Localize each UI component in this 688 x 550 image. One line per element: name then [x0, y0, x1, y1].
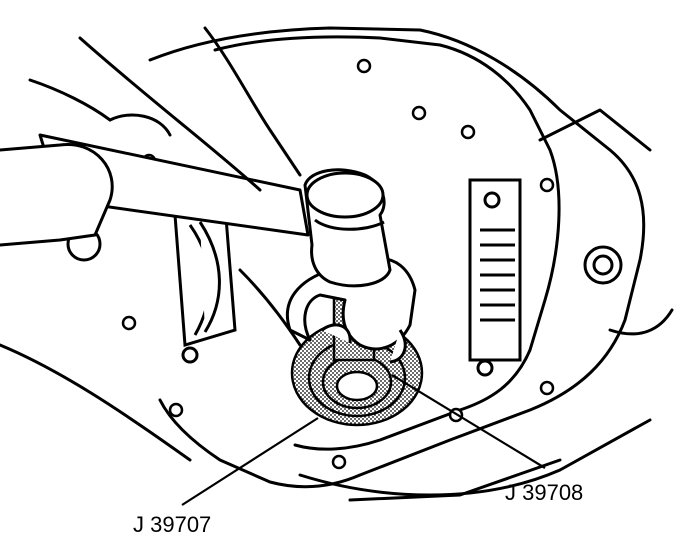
hand [285, 257, 417, 364]
callout-j39707: J 39707 [133, 512, 212, 537]
arm [0, 26, 302, 462]
leader-lines [181, 374, 546, 506]
bearing-cap-left [173, 203, 237, 364]
bearing-cap-right [468, 178, 522, 377]
mounting-hole [583, 245, 623, 285]
hammer-head [303, 168, 392, 288]
housing [148, 26, 674, 502]
bolt-holes [121, 58, 555, 470]
callout-j39708: J 39708 [505, 480, 584, 505]
